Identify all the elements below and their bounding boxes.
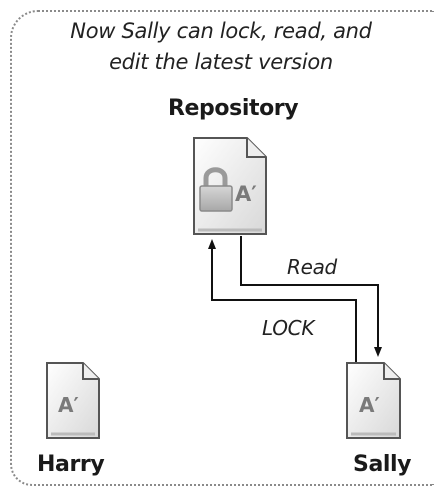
caption-line-2: edit the latest version bbox=[109, 50, 333, 74]
read-arrow bbox=[240, 236, 382, 357]
sally-label: Sally bbox=[353, 452, 412, 477]
sally-file-label: A′ bbox=[359, 393, 380, 417]
harry-label: Harry bbox=[37, 452, 105, 477]
caption-line-1: Now Sally can lock, read, and bbox=[70, 19, 372, 43]
harry-document-icon[interactable]: A′ bbox=[46, 362, 100, 439]
lock-icon bbox=[199, 167, 233, 212]
sally-document-icon[interactable]: A′ bbox=[346, 362, 401, 439]
diagram-frame bbox=[10, 10, 434, 486]
harry-file-label: A′ bbox=[58, 393, 79, 417]
lock-arrow bbox=[208, 239, 357, 362]
read-arrow-label: Read bbox=[287, 255, 337, 279]
repository-label: Repository bbox=[168, 96, 299, 121]
lock-arrow-label: LOCK bbox=[262, 316, 315, 340]
repository-file-label: A′ bbox=[235, 182, 257, 206]
repository-document-icon[interactable]: A′ bbox=[193, 137, 267, 235]
